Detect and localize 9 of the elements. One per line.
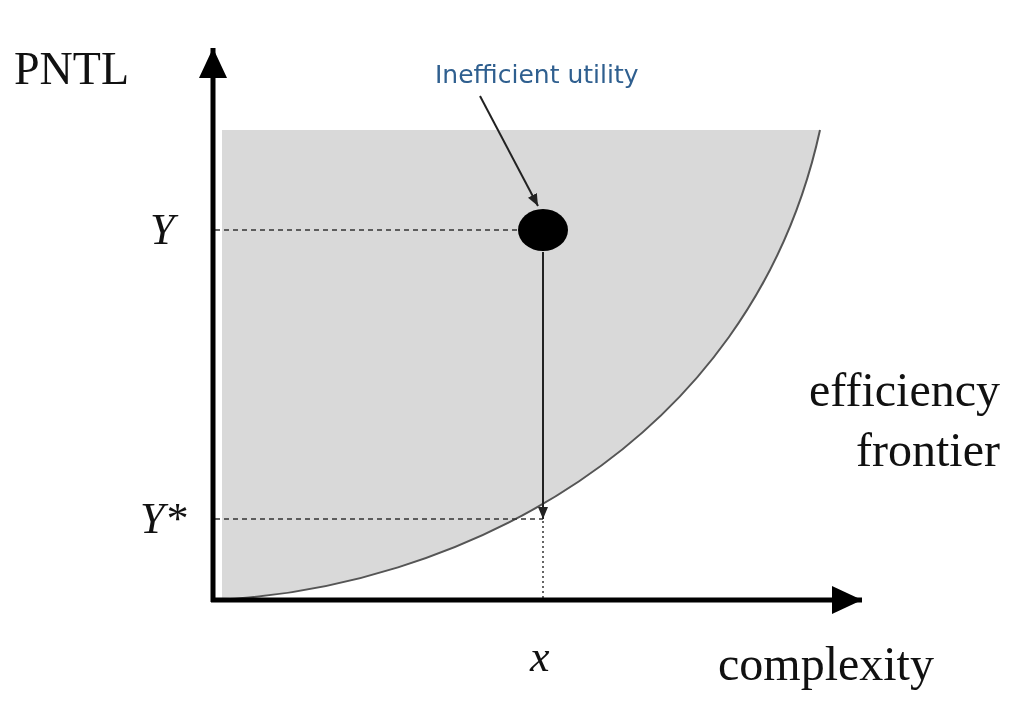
arrow (538, 251, 548, 520)
axis-label: complexity (718, 640, 934, 688)
callout-text: Inefficient utility (435, 62, 639, 87)
tick-label: Y* (140, 497, 187, 541)
axis-label: PNTL (14, 46, 129, 92)
data-point (518, 209, 568, 251)
leader-line (479, 95, 539, 207)
tick-label: x (530, 635, 550, 679)
curve-label: efficiency frontier (808, 362, 1000, 478)
